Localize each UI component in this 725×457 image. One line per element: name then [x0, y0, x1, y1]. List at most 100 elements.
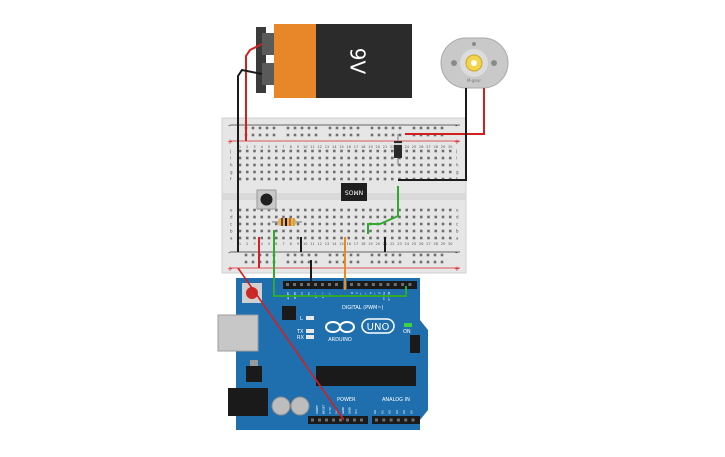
breadboard-hole[interactable] [376, 229, 380, 233]
digital-pin[interactable] [393, 283, 397, 286]
digital-pin[interactable] [321, 283, 324, 286]
analog-pin[interactable] [396, 418, 400, 422]
rail-hole[interactable] [300, 126, 304, 130]
breadboard-hole[interactable] [332, 149, 336, 153]
breadboard-hole[interactable] [311, 163, 314, 167]
power-pin[interactable] [311, 418, 314, 422]
rail-hole[interactable] [265, 260, 269, 264]
breadboard-hole[interactable] [405, 222, 409, 226]
breadboard-hole[interactable] [267, 229, 271, 233]
breadboard-hole[interactable] [325, 163, 329, 167]
breadboard-hole[interactable] [448, 208, 452, 212]
rail-hole[interactable] [300, 253, 304, 257]
rail-hole[interactable] [328, 133, 332, 137]
power-analog-pin-holes[interactable] [311, 418, 415, 422]
analog-pin[interactable] [411, 418, 415, 422]
breadboard-hole[interactable] [253, 222, 256, 226]
rail-hole[interactable] [391, 253, 395, 257]
breadboard-hole[interactable] [274, 229, 278, 233]
power-pin[interactable] [346, 418, 349, 422]
wire-battery-minus[interactable] [237, 68, 263, 252]
breadboard-hole[interactable] [390, 222, 394, 226]
rail-hole[interactable] [300, 260, 304, 264]
breadboard-hole[interactable] [340, 229, 343, 233]
rail-hole[interactable] [307, 253, 311, 257]
breadboard-hole[interactable] [347, 177, 351, 181]
rail-hole[interactable] [440, 126, 444, 130]
rail-hole[interactable] [391, 126, 395, 130]
digital-pin[interactable] [408, 283, 412, 286]
rail-hole[interactable] [293, 260, 297, 264]
analog-pin[interactable] [389, 418, 393, 422]
rail-hole[interactable] [251, 133, 255, 137]
breadboard-hole[interactable] [289, 156, 293, 160]
breadboard-hole[interactable] [419, 170, 423, 174]
breadboard-hole[interactable] [347, 163, 351, 167]
breadboard-hole[interactable] [347, 149, 351, 153]
breadboard-hole[interactable] [434, 163, 438, 167]
rail-hole[interactable] [328, 126, 332, 130]
rail-hole[interactable] [307, 260, 311, 264]
rail-hole[interactable] [384, 133, 388, 137]
breadboard-hole[interactable] [274, 236, 278, 240]
breadboard-hole[interactable] [332, 208, 336, 212]
breadboard-hole[interactable] [245, 156, 249, 160]
wire-motor-black[interactable] [398, 88, 467, 181]
breadboard-hole[interactable] [369, 170, 372, 174]
breadboard-hole[interactable] [303, 229, 307, 233]
breadboard-hole[interactable] [340, 149, 343, 153]
breadboard-hole[interactable] [390, 149, 394, 153]
breadboard-hole[interactable] [390, 156, 394, 160]
breadboard-hole[interactable] [405, 149, 409, 153]
digital-pin[interactable] [401, 283, 405, 286]
breadboard-hole[interactable] [441, 236, 445, 240]
dc-motor[interactable]: M-gear [440, 37, 509, 89]
breadboard-hole[interactable] [419, 156, 423, 160]
breadboard-hole[interactable] [282, 208, 285, 212]
breadboard-hole[interactable] [260, 208, 264, 212]
breadboard-hole[interactable] [325, 229, 329, 233]
breadboard-hole[interactable] [282, 163, 285, 167]
digital-pin[interactable] [364, 283, 368, 286]
breadboard-hole[interactable] [448, 163, 452, 167]
breadboard-hole[interactable] [383, 215, 387, 219]
breadboard-hole[interactable] [412, 229, 416, 233]
breadboard-hole[interactable] [398, 215, 401, 219]
breadboard-hole[interactable] [361, 215, 365, 219]
rail-hole[interactable] [314, 253, 318, 257]
rail-hole[interactable] [286, 253, 290, 257]
breadboard-hole[interactable] [325, 208, 329, 212]
rail-hole[interactable] [272, 126, 276, 130]
rail-hole[interactable] [377, 126, 381, 130]
breadboard-hole[interactable] [296, 215, 300, 219]
digital-pin[interactable] [350, 283, 353, 286]
power-pin[interactable] [332, 418, 335, 422]
rail-hole[interactable] [258, 133, 262, 137]
breadboard-hole[interactable] [434, 215, 438, 219]
analog-pin[interactable] [375, 418, 378, 422]
breadboard-hole[interactable] [441, 163, 445, 167]
breadboard-hole[interactable] [412, 215, 416, 219]
breadboard-hole[interactable] [245, 229, 249, 233]
digital-pin[interactable] [300, 283, 303, 286]
breadboard-hole[interactable] [390, 163, 394, 167]
rail-hole[interactable] [419, 126, 423, 130]
breadboard-hole[interactable] [354, 208, 358, 212]
digital-pin[interactable] [328, 283, 331, 286]
breadboard-hole[interactable] [303, 163, 307, 167]
breadboard-hole[interactable] [296, 236, 300, 240]
breadboard-hole[interactable] [303, 208, 307, 212]
breadboard-hole[interactable] [427, 149, 430, 153]
breadboard-hole[interactable] [340, 170, 343, 174]
breadboard-hole[interactable] [390, 215, 394, 219]
breadboard-hole[interactable] [296, 229, 300, 233]
breadboard-hole[interactable] [325, 170, 329, 174]
rail-hole[interactable] [426, 260, 430, 264]
resistor[interactable] [272, 218, 302, 226]
breadboard-hole[interactable] [448, 149, 452, 153]
breadboard-hole[interactable] [260, 163, 264, 167]
rail-hole[interactable] [426, 126, 430, 130]
breadboard-hole[interactable] [289, 229, 293, 233]
push-button-cap[interactable] [260, 193, 273, 206]
breadboard-hole[interactable] [296, 163, 300, 167]
